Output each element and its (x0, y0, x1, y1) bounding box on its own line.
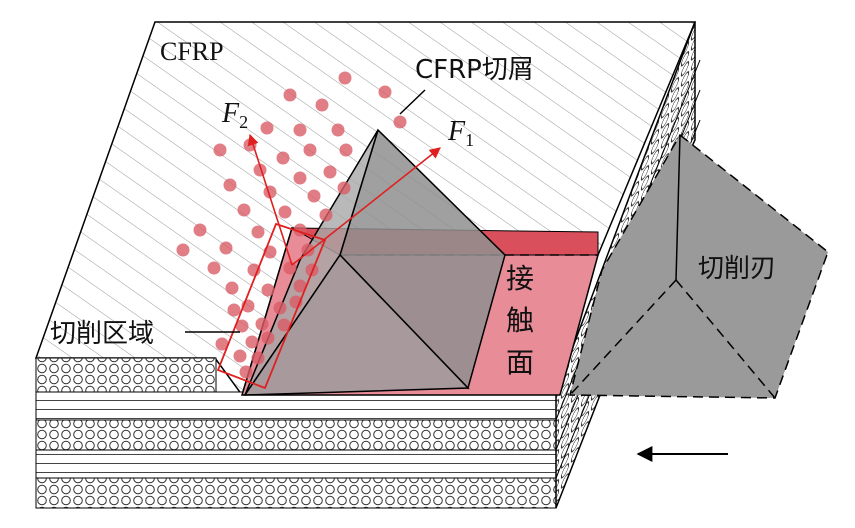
cutting-tool-label: 切削刃 (698, 254, 776, 284)
material-label: CFRP (160, 37, 224, 66)
front-laminate (35, 357, 557, 509)
chip-leader-line (399, 89, 426, 115)
contact-face-label-3: 面 (506, 346, 534, 379)
force-f1-letter: F (447, 116, 466, 147)
force-f1-label: F1 (447, 116, 474, 150)
chip-particles (176, 71, 407, 379)
force-f2-letter: F (221, 98, 240, 129)
contact-face-label-2: 触 (506, 304, 534, 337)
force-f2-label: F2 (221, 98, 248, 132)
force-f2-subscript: 2 (239, 112, 248, 132)
force-f1-subscript: 1 (465, 130, 474, 150)
cutting-tool (569, 133, 829, 399)
contact-face-label-1: 接 (506, 262, 534, 295)
force-f2-arrow (247, 133, 293, 266)
chip-label: CFRP切屑 (415, 55, 534, 85)
cutting-zone-label: 切削区域 (50, 319, 154, 349)
force-f1-arrow (291, 147, 441, 266)
cutting-zone-box (216, 222, 327, 390)
